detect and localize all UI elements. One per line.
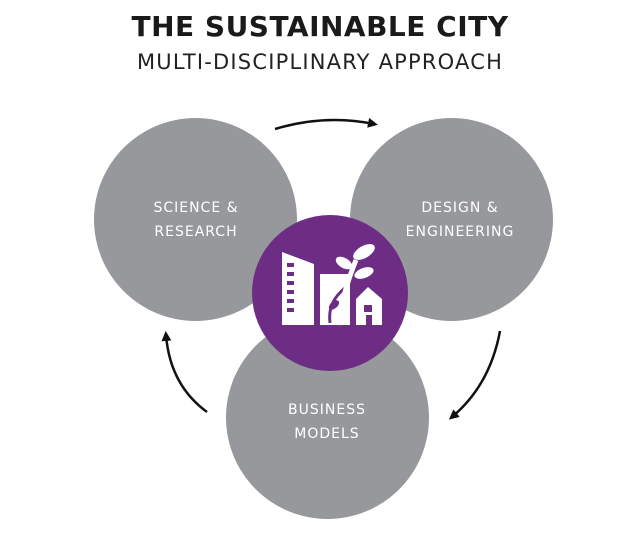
diagram-subtitle: MULTI-DISCIPLINARY APPROACH	[136, 50, 504, 74]
business-label-line2: MODELS	[294, 426, 360, 442]
diagram-title: THE SUSTAINABLE CITY	[131, 10, 509, 43]
house-icon	[356, 287, 382, 325]
business-label-line1: BUSINESS	[288, 402, 366, 418]
business-models-label: BUSINESS MODELS	[237, 398, 417, 446]
right-arrow	[448, 330, 502, 420]
plant-sprout-icon	[335, 244, 375, 326]
science-label-line2: RESEARCH	[154, 224, 238, 240]
science-label-line1: SCIENCE &	[153, 200, 239, 216]
left-arrow	[161, 331, 208, 414]
design-engineering-label: DESIGN & ENGINEERING	[370, 196, 550, 244]
tall-building-icon	[282, 252, 314, 325]
science-research-label: SCIENCE & RESEARCH	[106, 196, 286, 244]
design-label-line2: ENGINEERING	[405, 224, 515, 240]
design-label-line1: DESIGN &	[421, 200, 499, 216]
top-arrow	[274, 117, 378, 131]
middle-building-icon	[320, 274, 350, 325]
sustainable-city-icon	[282, 244, 382, 326]
